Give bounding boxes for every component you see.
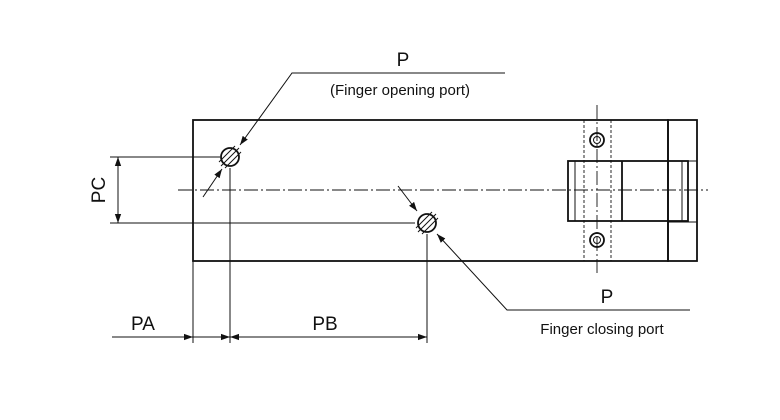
dim-pb-label: PB — [312, 314, 337, 335]
dim-pa-label: PA — [131, 314, 155, 335]
screw-top — [589, 132, 605, 148]
pa-pb-dimensions — [112, 168, 428, 343]
pc-dimension — [110, 156, 415, 224]
finger-slider — [567, 160, 689, 222]
screw-bottom — [589, 232, 605, 248]
dim-pc-label: PC — [89, 177, 110, 203]
closing-port-letter: P — [601, 287, 614, 308]
closing-port-hole — [415, 211, 439, 235]
closing-port-description: Finger closing port — [540, 321, 664, 338]
opening-port-leader — [202, 72, 505, 198]
closing-port-leader — [397, 185, 690, 311]
opening-port-description: (Finger opening port) — [330, 82, 470, 99]
opening-port-letter: P — [397, 50, 410, 71]
opening-port-hole — [218, 145, 242, 169]
